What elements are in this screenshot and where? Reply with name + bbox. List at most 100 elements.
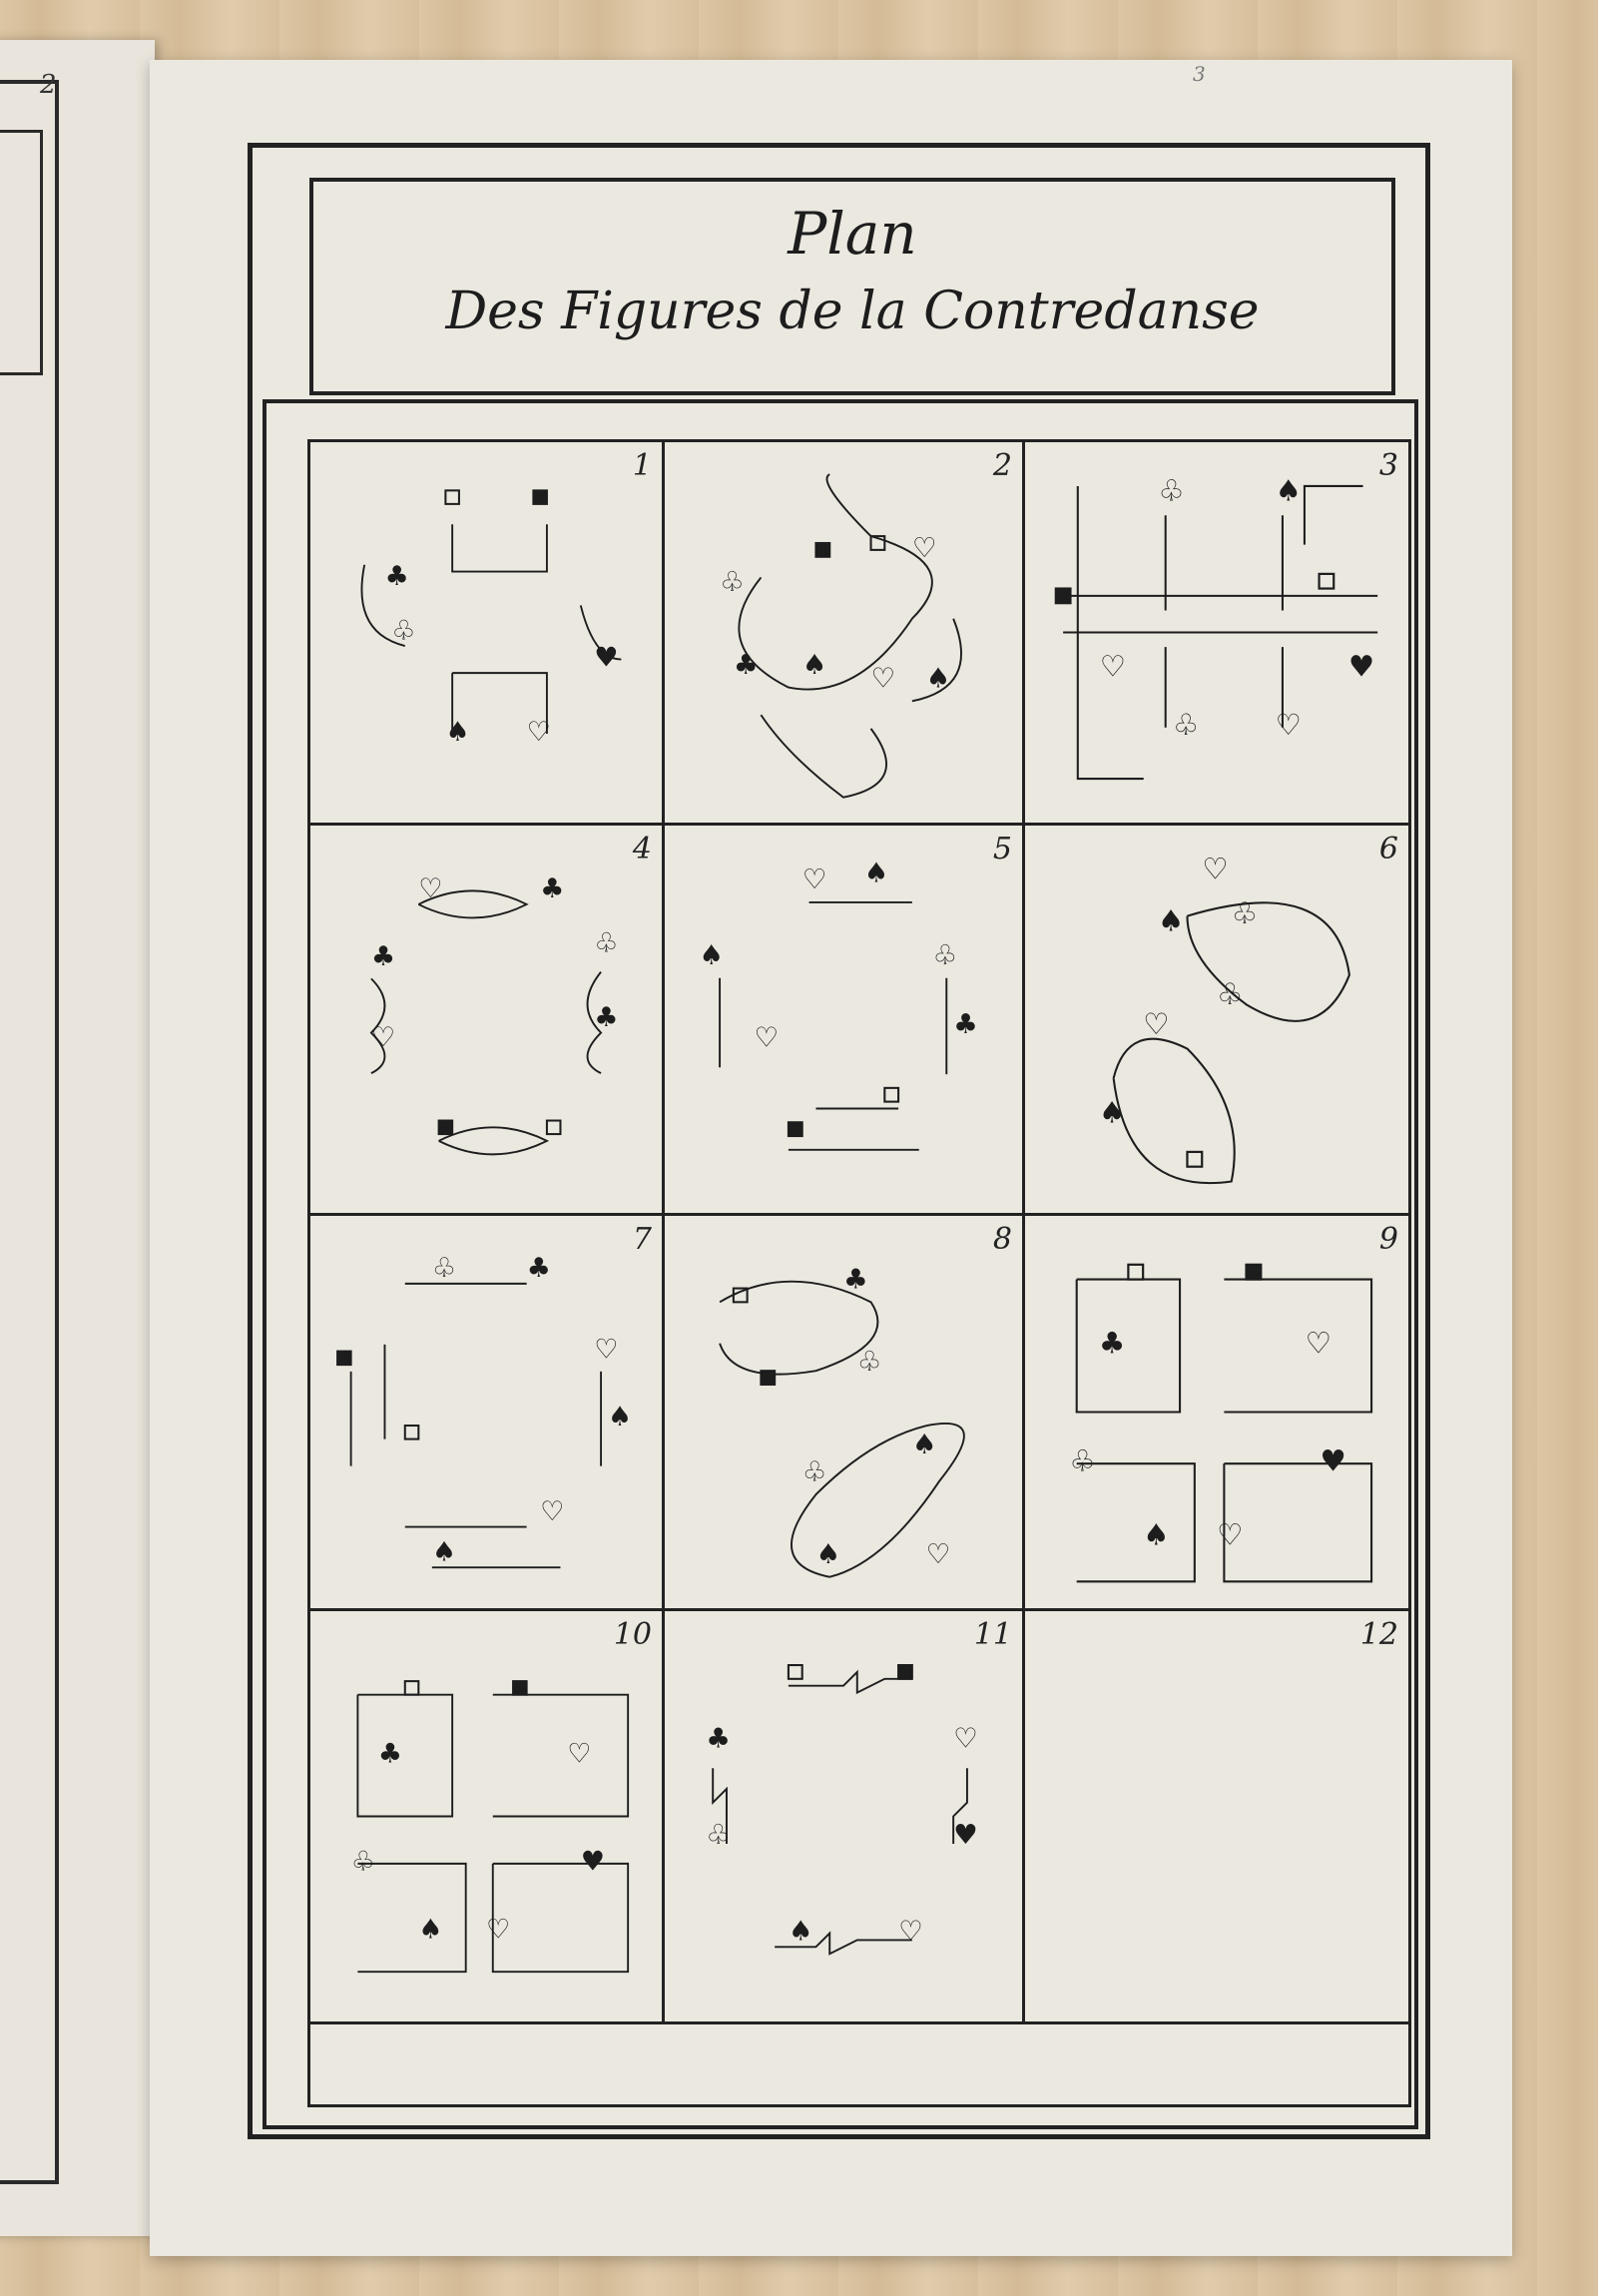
open-heart-icon: ♡ [1306,1326,1332,1360]
figure-number: 8 [992,1222,1012,1257]
filled-square-icon [814,541,831,558]
svg-text:♧: ♧ [706,1819,731,1851]
svg-text:♡: ♡ [594,1334,618,1365]
open-heart-icon: ♡ [1202,853,1228,886]
club-icon: ♣ [540,873,564,904]
page-number: 3 [1193,62,1206,86]
svg-text:♥: ♥ [594,642,618,673]
svg-text:♠: ♠ [815,1538,840,1570]
filled-square-icon [512,1680,528,1696]
left-page: 2 [0,40,155,2236]
dance-path [349,1282,603,1569]
filled-square-icon [897,1664,913,1680]
spade-icon: ♠ [432,1536,456,1567]
svg-text:♠: ♠ [418,1914,442,1945]
open-club-icon: ♧ [720,566,745,598]
spade-icon: ♠ [926,663,951,695]
svg-text:♡: ♡ [912,532,937,564]
title-line-2: Des Figures de la Contredanse [445,282,1260,341]
figure-cell-5: ♡♠♠♧♡♣5 [665,826,1025,1216]
club-icon: ♣ [378,1738,402,1769]
svg-text:♠: ♠ [926,663,951,695]
svg-text:♧: ♧ [1069,1444,1095,1478]
spade-icon: ♠ [445,717,469,748]
figure-diagram: ♣♡♧♠♥♡ [351,1680,630,1974]
bottom-strip [307,2021,1411,2107]
filled-square-icon [1245,1263,1263,1281]
svg-text:♧: ♧ [1158,474,1184,508]
spade-icon: ♠ [608,1402,632,1433]
club-icon: ♣ [1099,1326,1125,1360]
outer-frame [248,143,1430,2139]
figure-number: 1 [632,448,652,483]
open-heart-icon: ♡ [371,1022,395,1053]
svg-text:♠: ♠ [1158,903,1184,937]
svg-text:♠: ♠ [1099,1095,1125,1129]
open-heart-icon: ♡ [527,717,551,748]
svg-text:♡: ♡ [1143,1007,1169,1041]
figure-number: 10 [613,1617,652,1652]
svg-text:♠: ♠ [445,717,469,748]
figures-grid: ♣♧♥♠♡1♧♡♣♠♡♠2♧♠♡♥♧♡3♡♣♣♧♡♣4♡♠♠♧♡♣5♡♠♧♧♡♠… [307,439,1411,2024]
figure-cell-9: ♣♡♧♠♥♡9 [1025,1216,1408,1611]
left-page-frame [0,80,59,2184]
club-icon: ♣ [371,941,395,972]
figure-number: 5 [992,832,1012,866]
open-heart-icon: ♡ [1217,1517,1243,1551]
open-club-icon: ♧ [1232,896,1258,930]
open-heart-icon: ♡ [953,1723,978,1755]
open-club-icon: ♧ [1217,977,1243,1011]
heart-icon: ♥ [594,642,618,673]
svg-text:♠: ♠ [789,1915,813,1947]
svg-text:♧: ♧ [933,939,958,971]
open-square-icon [883,1086,900,1103]
figure-diagram: ♡♣♣♧♡♣ [369,873,619,1156]
open-heart-icon: ♡ [594,1334,618,1365]
svg-text:♡: ♡ [1306,1326,1332,1360]
dance-path [738,473,962,799]
open-square-icon [403,1425,420,1440]
svg-text:♡: ♡ [926,1538,951,1570]
open-heart-icon: ♡ [912,532,937,564]
svg-text:♧: ♧ [802,1455,827,1487]
svg-text:♠: ♠ [912,1429,937,1460]
svg-text:♧: ♧ [720,566,745,598]
svg-text:♡: ♡ [567,1738,591,1769]
figure-number: 2 [992,448,1012,483]
dance-path [1112,901,1350,1185]
heart-icon: ♥ [581,1847,605,1878]
spade-icon: ♠ [1276,474,1302,508]
dance-path [369,889,603,1156]
right-page [150,60,1512,2256]
open-club-icon: ♧ [857,1346,882,1378]
inner-frame [263,399,1418,2129]
club-icon: ♣ [843,1264,868,1296]
svg-text:♣: ♣ [594,1002,618,1033]
open-square-icon [1186,1150,1204,1168]
figure-diagram: ♡♠♧♧♡♠ [1099,853,1350,1185]
open-club-icon: ♧ [802,1455,827,1487]
filled-square-icon [760,1370,777,1386]
figure-cell-12: 12 [1025,1611,1408,2024]
svg-text:♧: ♧ [1232,896,1258,930]
open-square-icon [444,489,460,505]
dance-path [356,1693,630,1974]
figure-number: 4 [632,832,652,866]
figure-cell-11: ♣♡♧♥♠♡11 [665,1611,1025,2024]
svg-text:♣: ♣ [843,1264,868,1296]
svg-text:♧: ♧ [391,615,415,646]
spade-icon: ♠ [815,1538,840,1570]
svg-text:♡: ♡ [540,1496,564,1527]
figure-diagram: ♧♠♡♥♧♡ [1054,474,1378,781]
figure-number: 6 [1378,832,1398,866]
spade-icon: ♠ [864,857,889,888]
svg-text:♣: ♣ [953,1008,978,1040]
svg-text:♡: ♡ [371,1022,395,1053]
figure-diagram: ♧♣♡♠♡♠ [336,1253,632,1569]
svg-text:♡: ♡ [1100,649,1126,683]
svg-text:♣: ♣ [384,561,408,592]
club-icon: ♣ [706,1723,731,1755]
left-page-box [0,130,43,375]
left-page-number: 2 [40,70,57,100]
svg-text:♡: ♡ [755,1022,780,1054]
